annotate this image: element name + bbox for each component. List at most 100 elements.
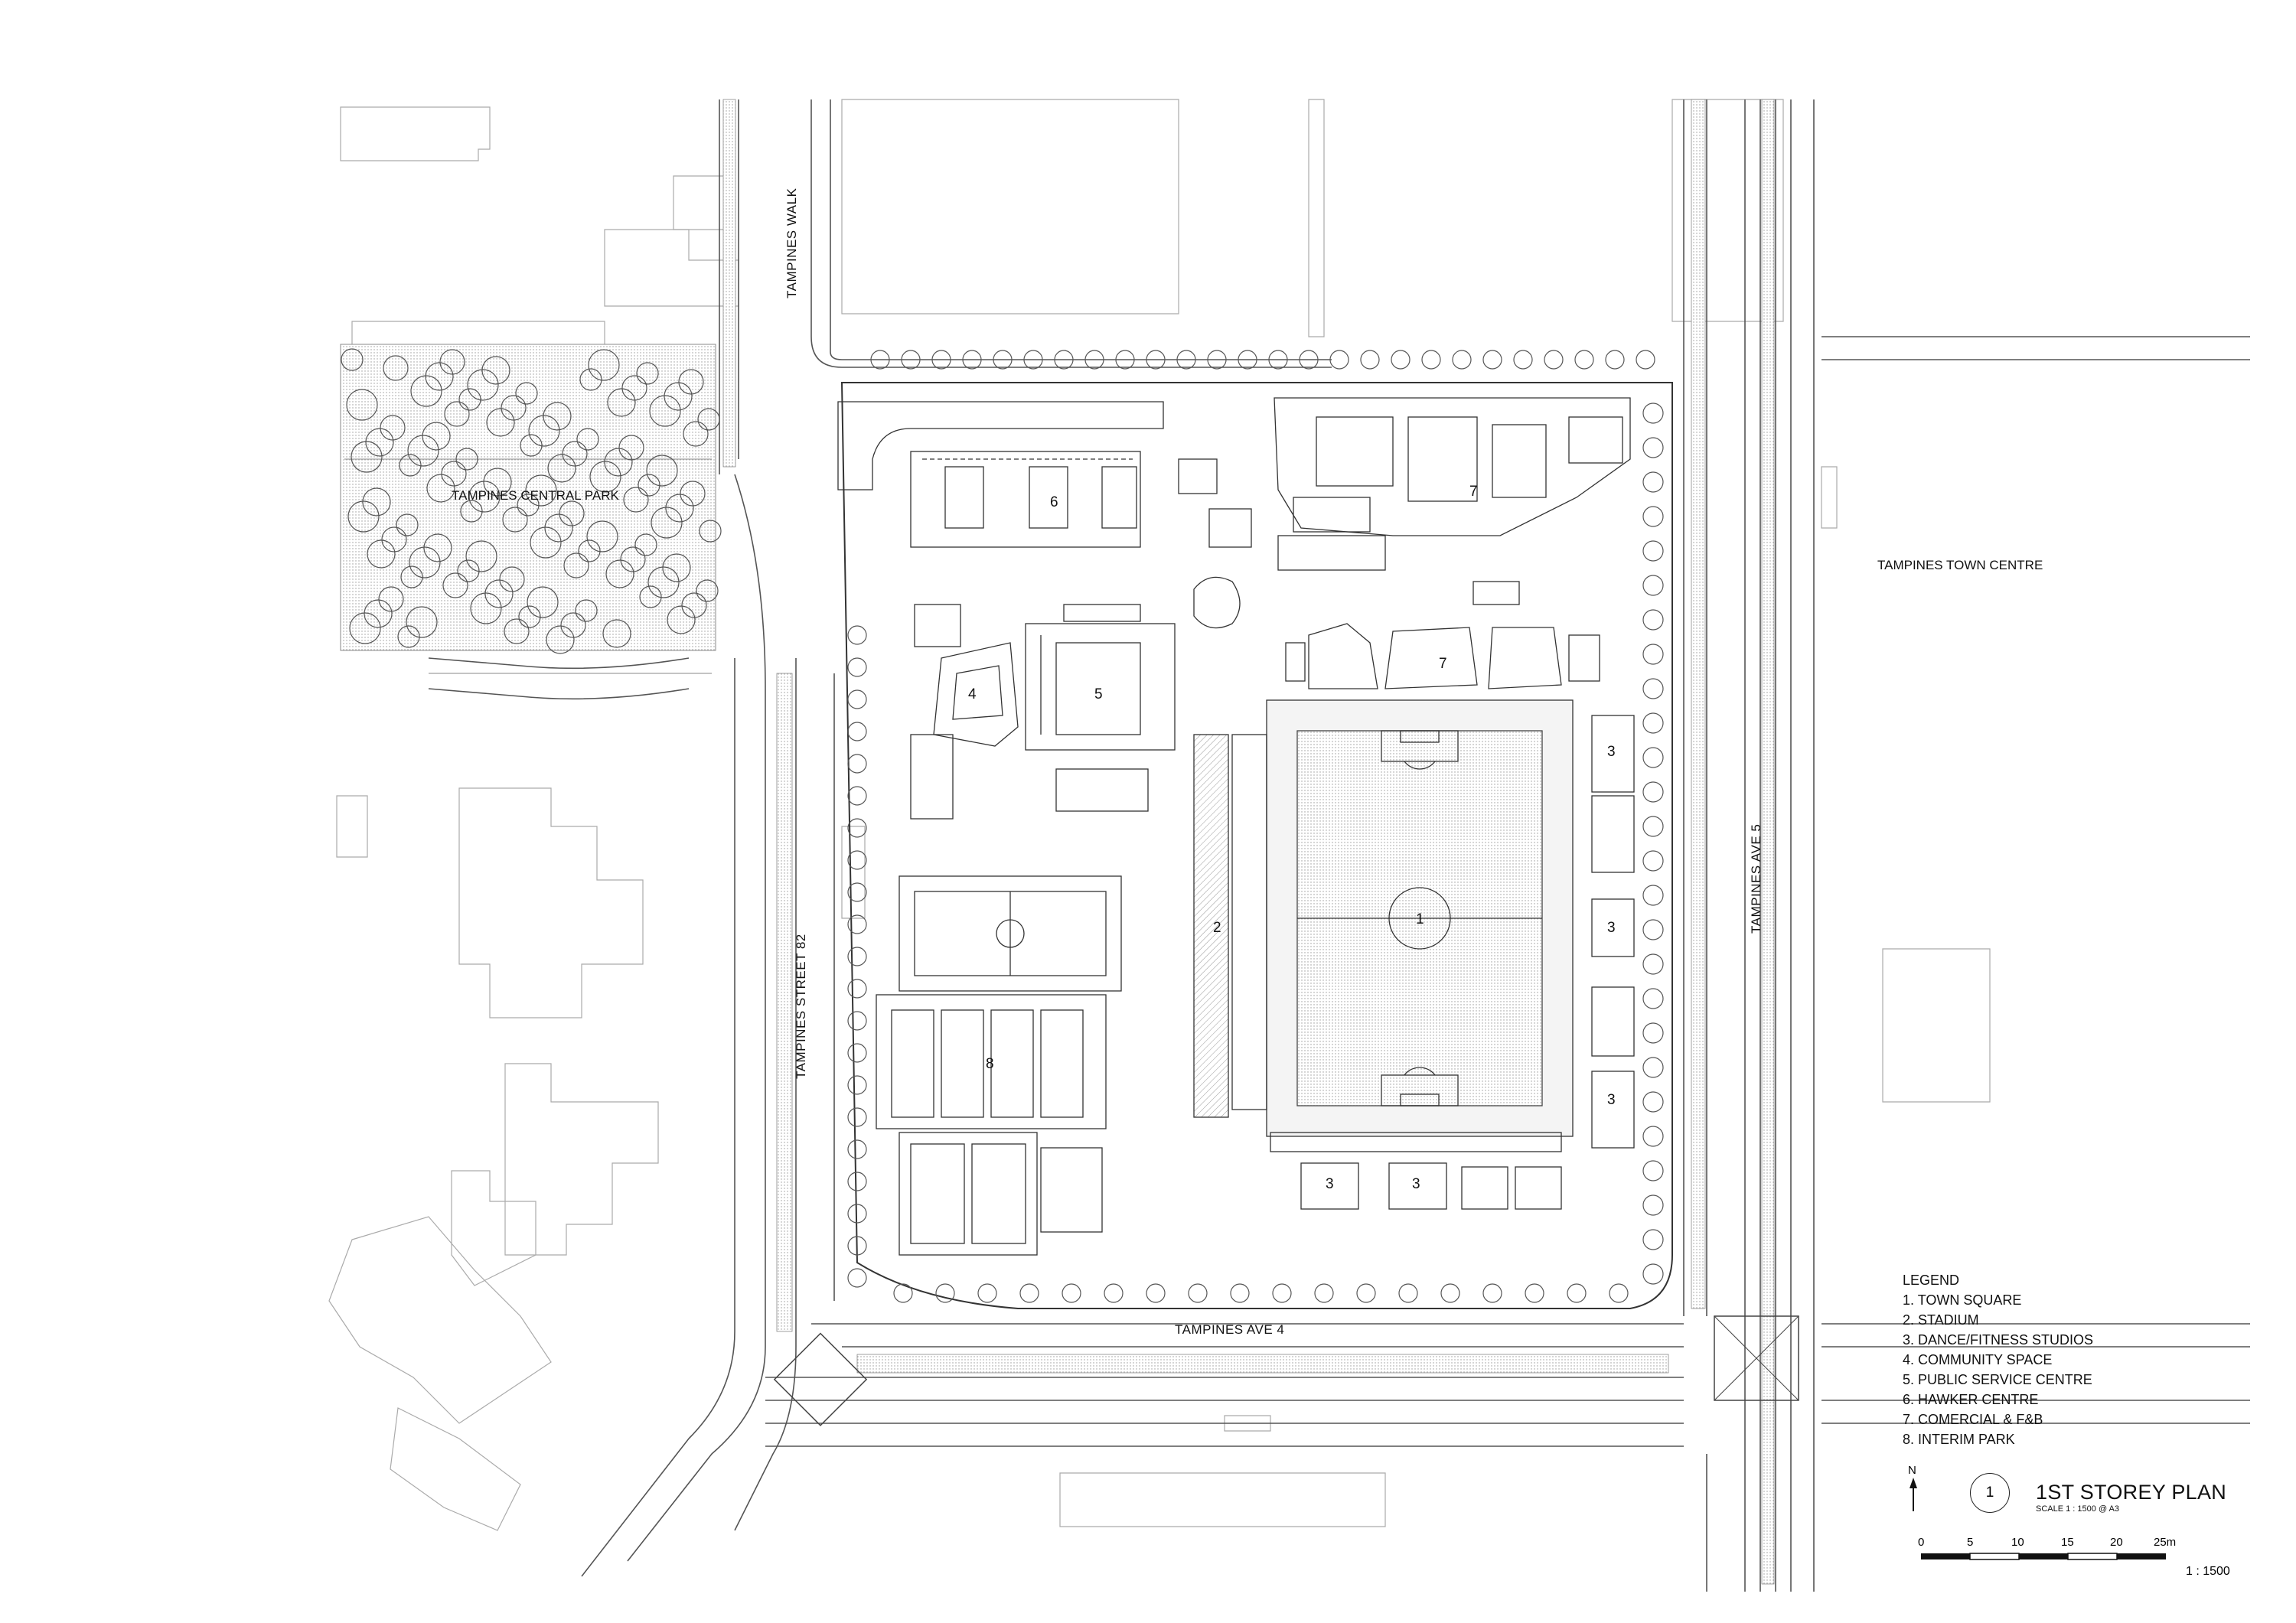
zone-label-studio-4: 3: [1326, 1176, 1334, 1192]
commercial-north: [1193, 397, 1631, 629]
tree-canopy: [680, 481, 706, 507]
tree-canopy: [935, 1283, 955, 1303]
north-arrow-icon: [1910, 1478, 1917, 1511]
tree-canopy: [847, 657, 867, 677]
tree-canopy: [1146, 350, 1166, 370]
tree-canopy: [351, 441, 383, 473]
tree-canopy: [618, 435, 644, 461]
tree-canopy: [1019, 1283, 1039, 1303]
legend-item: 2. STADIUM: [1903, 1312, 1979, 1328]
tree-canopy: [380, 415, 406, 441]
tree-canopy: [588, 349, 620, 381]
tree-canopy: [455, 448, 478, 471]
tree-canopy: [1299, 350, 1319, 370]
tree-canopy: [399, 454, 422, 477]
tree-canopy: [651, 507, 683, 539]
site-boundary: [840, 382, 1673, 1309]
tree-canopy: [1642, 747, 1664, 768]
tree-canopy: [1642, 885, 1664, 906]
legend-item: 3. DANCE/FITNESS STUDIOS: [1903, 1332, 2094, 1348]
tree-canopy: [576, 428, 599, 451]
tree-canopy: [646, 455, 678, 487]
tree-canopy: [1207, 350, 1227, 370]
tree-canopy: [400, 565, 423, 588]
tree-canopy: [620, 546, 646, 572]
sports-courts: [876, 875, 1122, 1256]
scale-note: SCALE 1 : 1500 @ A3: [2036, 1504, 2120, 1514]
tree-canopy: [501, 395, 527, 421]
scale-tick-label: 0: [1918, 1536, 1924, 1549]
tree-canopy: [1513, 350, 1533, 370]
north-letter: N: [1908, 1464, 1916, 1477]
commercial-mid: [1285, 581, 1600, 689]
tree-canopy: [381, 526, 407, 552]
tree-canopy: [397, 625, 420, 648]
tree-canopy: [649, 395, 681, 427]
tree-canopy: [1525, 1283, 1544, 1303]
tree-canopy: [621, 375, 647, 401]
hawker-centre: [837, 401, 1252, 548]
stadium: [1193, 699, 1574, 1152]
tree-canopy: [470, 592, 502, 624]
tree-canopy: [665, 494, 694, 523]
tree-canopy: [457, 559, 480, 582]
tree-canopy: [528, 415, 560, 447]
tree-canopy: [1605, 350, 1625, 370]
tree-canopy: [697, 408, 720, 431]
scale-bar: 0 5 10 15 20 25m: [1918, 1536, 2176, 1560]
tree-canopy: [406, 606, 438, 638]
tree-canopy: [520, 434, 543, 457]
zone-label-public-service-centre: 5: [1094, 686, 1103, 702]
tree-canopy: [602, 619, 631, 648]
tree-canopy: [1084, 350, 1104, 370]
legend-item: 7. COMERCIAL & F&B: [1903, 1412, 2043, 1427]
tree-canopy: [847, 1139, 867, 1159]
legend-item: 5. PUBLIC SERVICE CENTRE: [1903, 1372, 2092, 1387]
tree-canopy: [605, 559, 634, 588]
tree-canopy: [586, 520, 618, 552]
north-arrow: N: [1903, 1464, 1926, 1517]
scale-tick-label: 20: [2110, 1536, 2123, 1549]
tree-canopy: [341, 348, 364, 371]
tree-canopy: [589, 461, 621, 493]
tree-canopy: [362, 487, 391, 517]
tree-canopy: [468, 481, 501, 513]
tree-canopy: [1642, 988, 1664, 1009]
tree-canopy: [1115, 350, 1135, 370]
tree-canopy: [502, 507, 528, 533]
scale-tick-label: 25m: [2154, 1536, 2176, 1549]
tree-canopy: [1642, 953, 1664, 975]
tree-canopy: [409, 546, 441, 578]
tree-canopy: [1421, 350, 1441, 370]
tree-canopy: [1642, 1126, 1664, 1147]
tree-canopy: [847, 625, 867, 645]
tree-row-south: [893, 1283, 1629, 1303]
tree-canopy: [563, 552, 589, 578]
tree-canopy: [525, 474, 557, 507]
tree-canopy: [1440, 1283, 1460, 1303]
tree-canopy: [527, 586, 559, 618]
tree-canopy: [893, 1283, 913, 1303]
tree-canopy: [426, 474, 455, 503]
tree-canopy: [1238, 350, 1257, 370]
tree-canopy: [678, 369, 704, 395]
tree-canopy: [444, 401, 470, 427]
tree-canopy: [1272, 1283, 1292, 1303]
tree-canopy: [931, 350, 951, 370]
tree-row-east: [1642, 402, 1664, 1285]
tree-canopy: [662, 553, 691, 582]
zone-label-studio-2: 3: [1607, 920, 1616, 936]
tree-canopy: [1609, 1283, 1629, 1303]
tree-canopy: [847, 722, 867, 741]
tree-canopy: [517, 494, 540, 517]
tree-canopy: [696, 579, 719, 602]
zone-label-commercial-north: 7: [1469, 484, 1478, 500]
tree-canopy: [667, 605, 696, 634]
tree-canopy: [1398, 1283, 1418, 1303]
title-block: 1ST STOREY PLAN SCALE 1 : 1500 @ A3: [2036, 1481, 2226, 1514]
tree-canopy: [578, 539, 601, 562]
tree-canopy: [579, 368, 602, 391]
tree-canopy: [1642, 506, 1664, 527]
tree-canopy: [847, 947, 867, 966]
tree-canopy: [647, 566, 680, 598]
